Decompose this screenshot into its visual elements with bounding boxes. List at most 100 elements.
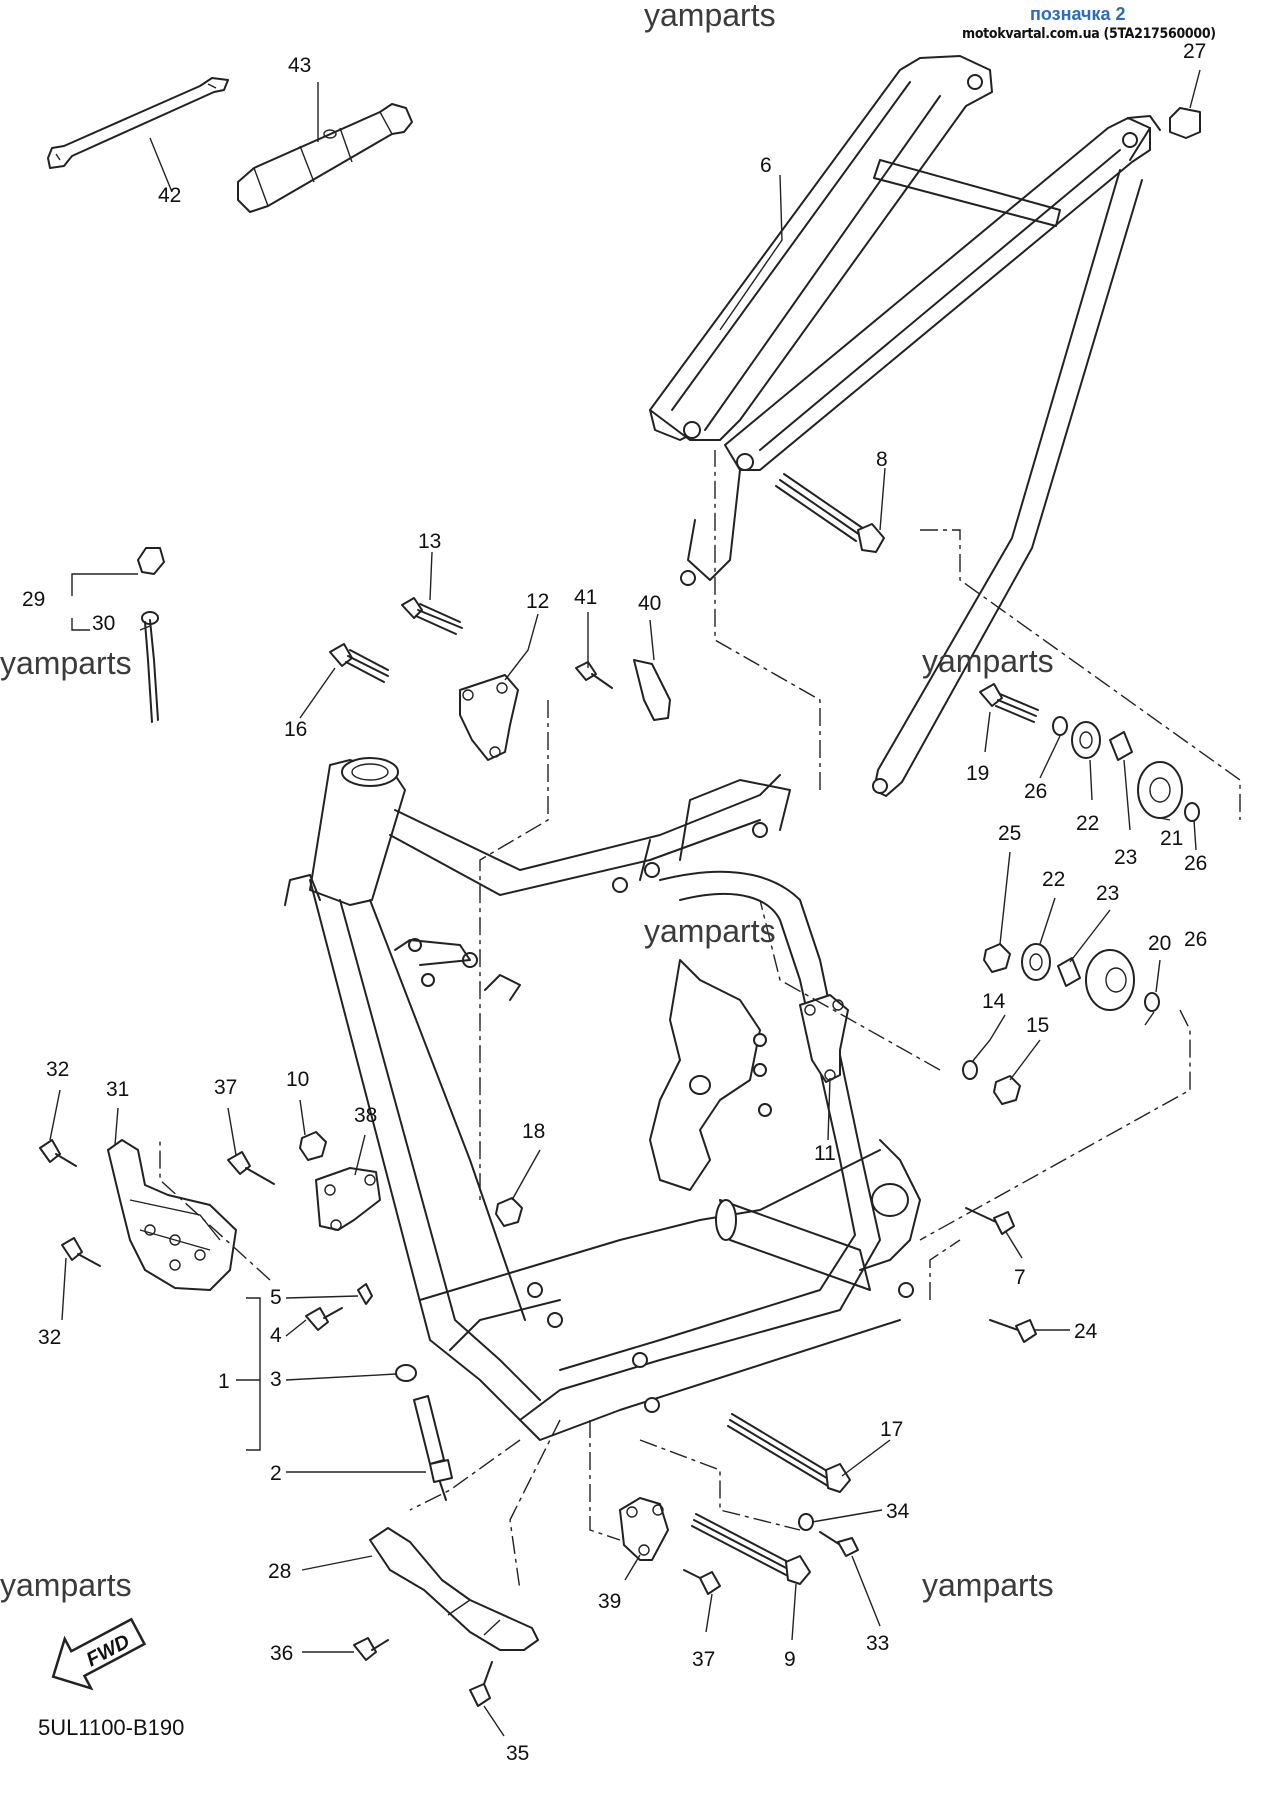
callout-24: 24 — [1074, 1320, 1098, 1343]
callout-35: 35 — [506, 1742, 529, 1765]
guard-31 — [107, 1139, 237, 1291]
header-source: motokvartal.com.ua (5TA217560000) — [962, 26, 1216, 42]
cap-27 — [1169, 107, 1201, 139]
bolt-8 — [775, 473, 885, 553]
callout-40: 40 — [638, 592, 661, 615]
bolt-19 — [979, 683, 1039, 723]
callout-labels: 42 43 6 27 8 29 30 13 12 41 40 16 19 26 … — [22, 40, 1207, 1765]
collar-23b — [1057, 957, 1081, 987]
engine-bracket-12 — [459, 674, 519, 761]
callout-23b: 23 — [1096, 882, 1119, 905]
callout-41: 41 — [574, 586, 597, 609]
callout-9: 9 — [784, 1648, 796, 1671]
callout-38: 38 — [354, 1104, 377, 1127]
leader-lines — [49, 69, 1201, 1737]
callout-5: 5 — [270, 1286, 282, 1309]
bolt-35 — [469, 1661, 493, 1707]
callout-33: 33 — [866, 1632, 889, 1655]
callout-8: 8 — [876, 448, 888, 471]
callout-20: 20 — [1148, 932, 1171, 955]
diagram-code: 5UL1100-B190 — [38, 1715, 185, 1740]
callout-34: 34 — [886, 1500, 910, 1523]
bracket-38 — [315, 1167, 381, 1231]
callout-26c: 26 — [1184, 928, 1207, 951]
callout-29: 29 — [22, 588, 45, 611]
washer-3 — [395, 1364, 417, 1382]
callout-21: 21 — [1160, 827, 1183, 850]
damper-22 — [1071, 721, 1101, 759]
nut-18 — [495, 1197, 523, 1227]
callout-11: 11 — [814, 1142, 836, 1165]
bracket-39 — [619, 1497, 669, 1561]
callout-22b: 22 — [1042, 868, 1065, 891]
bolt-13 — [401, 597, 463, 635]
watermark-right: yamparts — [922, 643, 1054, 679]
callout-26: 26 — [1024, 780, 1047, 803]
callout-4: 4 — [270, 1324, 282, 1347]
callout-37b: 37 — [692, 1648, 715, 1671]
watermarks: yamparts yamparts yamparts yamparts yamp… — [0, 0, 1054, 1603]
wrench-42 — [47, 77, 229, 169]
callout-42: 42 — [158, 184, 181, 207]
callout-32b: 32 — [38, 1326, 61, 1349]
callout-37: 37 — [214, 1076, 237, 1099]
main-frame — [284, 757, 921, 1441]
callout-2: 2 — [270, 1462, 282, 1485]
bolt-37b — [683, 1569, 721, 1595]
washer-26c — [1144, 992, 1160, 1012]
collar-23 — [1109, 731, 1133, 761]
plate-40 — [633, 659, 671, 721]
bolt-36 — [353, 1637, 389, 1661]
callout-12: 12 — [526, 590, 549, 613]
bolt-24 — [989, 1319, 1037, 1343]
callout-26b: 26 — [1184, 852, 1207, 875]
fwd-arrow-icon: FWD — [51, 1617, 147, 1691]
socket-wrench-43 — [237, 103, 413, 213]
bolt-4 — [305, 1307, 343, 1331]
damper-21 — [1137, 761, 1183, 819]
callout-18: 18 — [522, 1120, 545, 1143]
callout-19: 19 — [966, 762, 989, 785]
bolt-7 — [965, 1207, 1015, 1235]
damper-22b — [1021, 943, 1051, 981]
bolt-32a — [39, 1139, 77, 1167]
callout-14: 14 — [982, 990, 1006, 1013]
bracket-11 — [799, 994, 849, 1083]
washer-26 — [1052, 716, 1068, 736]
callout-15: 15 — [1026, 1014, 1049, 1037]
washer-26b — [1184, 802, 1200, 822]
assembly-lines — [159, 450, 1241, 1591]
callout-3: 3 — [270, 1368, 282, 1391]
bolt-9 — [691, 1513, 811, 1585]
callout-6: 6 — [760, 154, 772, 177]
bolt-16 — [329, 643, 389, 683]
watermark-bottom-left: yamparts — [0, 1567, 132, 1603]
callout-28: 28 — [268, 1560, 291, 1583]
callout-39: 39 — [598, 1590, 621, 1613]
watermark-bottom-right: yamparts — [922, 1567, 1054, 1603]
callout-32: 32 — [46, 1058, 69, 1081]
washer-14 — [962, 1060, 978, 1080]
bolt-33 — [819, 1531, 859, 1557]
nut-10 — [299, 1131, 327, 1161]
bolt-17 — [727, 1413, 851, 1493]
callout-17: 17 — [880, 1418, 903, 1441]
callout-10: 10 — [286, 1068, 309, 1091]
callout-36: 36 — [270, 1642, 293, 1665]
damper-20 — [1085, 949, 1135, 1011]
callout-23: 23 — [1114, 846, 1137, 869]
bolt-41 — [575, 661, 613, 689]
callout-22: 22 — [1076, 812, 1099, 835]
washer-5 — [357, 1283, 373, 1305]
callout-43: 43 — [288, 54, 311, 77]
watermark-top: yamparts — [644, 0, 776, 33]
nut-25 — [983, 943, 1011, 973]
callout-7: 7 — [1014, 1266, 1026, 1289]
callout-30: 30 — [92, 612, 115, 635]
rear-subframe-6 — [649, 55, 1161, 797]
watermark-center: yamparts — [644, 913, 776, 949]
drain-bolt-2 — [413, 1395, 453, 1501]
callout-27: 27 — [1183, 40, 1206, 63]
header-link[interactable]: позначка 2 — [1030, 4, 1126, 24]
callout-31: 31 — [106, 1078, 129, 1101]
